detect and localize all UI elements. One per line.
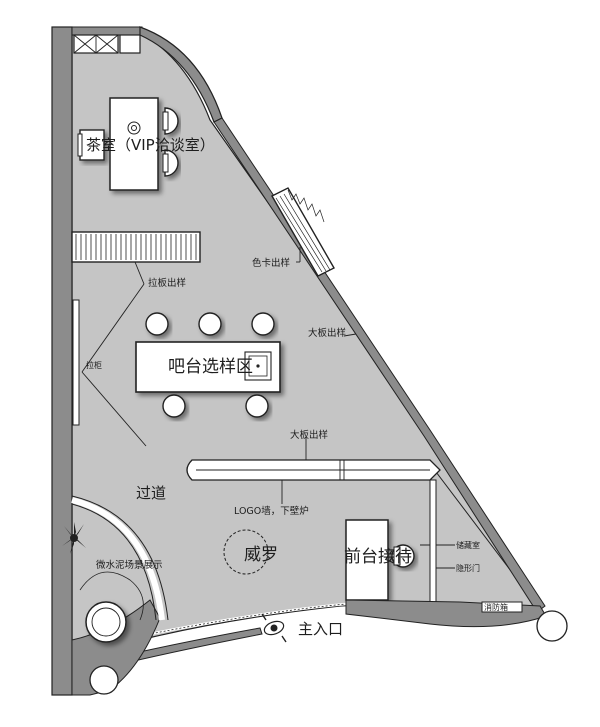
- chair-icon: [162, 149, 179, 177]
- stool-icon: [145, 312, 169, 336]
- logo-wall-counter: [186, 459, 441, 481]
- color-card-label: 色卡出样: [252, 257, 290, 269]
- side-note-label: 拉柜: [86, 360, 102, 370]
- top-wall: [71, 26, 143, 36]
- column-circle: [536, 610, 568, 642]
- bar-area-label: 吧台选样区: [168, 357, 253, 377]
- pull-sample-rack: [71, 231, 201, 263]
- leader-lines: [81, 247, 455, 569]
- logo-wall-label: LOGO墙，下壁炉: [234, 505, 309, 517]
- big-board-label-1: 大板出样: [308, 327, 346, 339]
- storage-label: 储藏室: [456, 540, 480, 550]
- potted-plant-icon: [62, 522, 86, 554]
- tea-room-label: 茶室（VIP洽谈室）: [86, 136, 215, 154]
- fire-box: [481, 601, 523, 613]
- stool-icon: [198, 312, 222, 336]
- sink-icon: [244, 351, 272, 381]
- bar-table: [135, 341, 281, 393]
- main-entrance-label: 主入口: [298, 620, 343, 638]
- person-entrance-icon: [261, 613, 287, 643]
- round-planter: [85, 601, 127, 643]
- big-board-label-2: 大板出样: [290, 429, 328, 441]
- tea-set-icon: [127, 121, 141, 135]
- reception-label: 前台接待: [344, 547, 412, 567]
- micro-cement-wall: [71, 497, 165, 621]
- left-wall: [51, 26, 73, 696]
- weiluo-label: 威罗: [244, 545, 278, 565]
- top-cabinet: [73, 34, 141, 54]
- column-circle: [89, 665, 119, 695]
- stool-icon: [162, 394, 186, 418]
- tea-room: [77, 97, 179, 191]
- micro-cement-label: 微水泥场景展示: [96, 559, 163, 571]
- hidden-door-label: 隐形门: [456, 563, 480, 573]
- reception-desk: [345, 519, 415, 601]
- chair-icon: [162, 107, 179, 135]
- chair-icon: [391, 544, 415, 568]
- bar-stools: [145, 312, 275, 418]
- pull-sample-label: 拉板出样: [148, 277, 186, 289]
- fire-box-label: 消防箱: [484, 602, 508, 612]
- stool-icon: [245, 394, 269, 418]
- corridor-label: 过道: [136, 484, 166, 502]
- stool-icon: [251, 312, 275, 336]
- logo-floor-circle: [223, 529, 269, 575]
- color-card-display: [271, 187, 335, 277]
